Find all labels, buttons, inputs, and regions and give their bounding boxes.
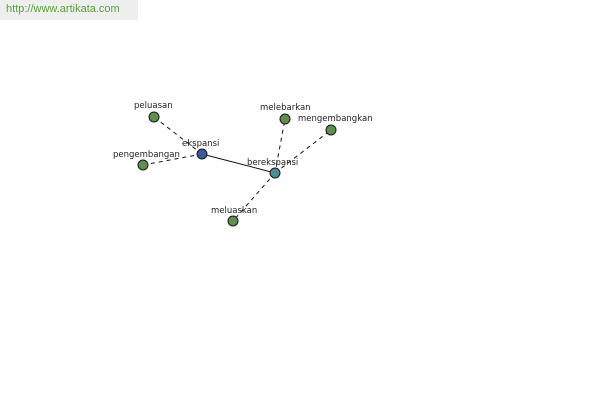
edges-layer xyxy=(142,116,332,222)
node-label-peluasan: peluasan xyxy=(134,101,173,111)
node-marker-ekspansi[interactable] xyxy=(196,148,208,160)
edge-berekspansi-mengembangkan xyxy=(274,129,332,174)
edge-ekspansi-pengembangan xyxy=(142,153,203,166)
node-melebarkan[interactable]: melebarkan xyxy=(260,103,311,125)
node-marker-mengembangkan[interactable] xyxy=(325,124,337,136)
node-pengembangan[interactable]: pengembangan xyxy=(113,150,180,171)
node-label-berekspansi: berekspansi xyxy=(247,158,298,168)
node-peluasan[interactable]: peluasan xyxy=(134,101,173,123)
edge-ekspansi-peluasan xyxy=(153,116,203,155)
edge-ekspansi-berekspansi xyxy=(201,153,276,174)
nodes-layer: ekspansi berekspansi peluasan pengembangan m… xyxy=(113,101,373,227)
node-label-ekspansi: ekspansi xyxy=(182,139,219,149)
edge-berekspansi-meluaskan xyxy=(232,172,276,222)
node-berekspansi[interactable]: berekspansi xyxy=(247,158,298,179)
node-marker-melebarkan[interactable] xyxy=(279,113,291,125)
node-marker-peluasan[interactable] xyxy=(148,111,160,123)
node-mengembangkan[interactable]: mengembangkan xyxy=(298,114,373,136)
node-label-melebarkan: melebarkan xyxy=(260,103,311,113)
node-marker-meluaskan[interactable] xyxy=(227,215,239,227)
node-marker-pengembangan[interactable] xyxy=(137,159,149,171)
node-marker-berekspansi[interactable] xyxy=(269,167,281,179)
node-label-pengembangan: pengembangan xyxy=(113,150,180,160)
node-label-meluaskan: meluaskan xyxy=(211,206,257,216)
node-label-mengembangkan: mengembangkan xyxy=(298,114,373,124)
edge-berekspansi-melebarkan xyxy=(274,118,286,174)
source-url[interactable]: http://www.artikata.com xyxy=(0,0,138,20)
node-meluaskan[interactable]: meluaskan xyxy=(211,206,257,227)
node-ekspansi[interactable]: ekspansi xyxy=(182,139,219,160)
